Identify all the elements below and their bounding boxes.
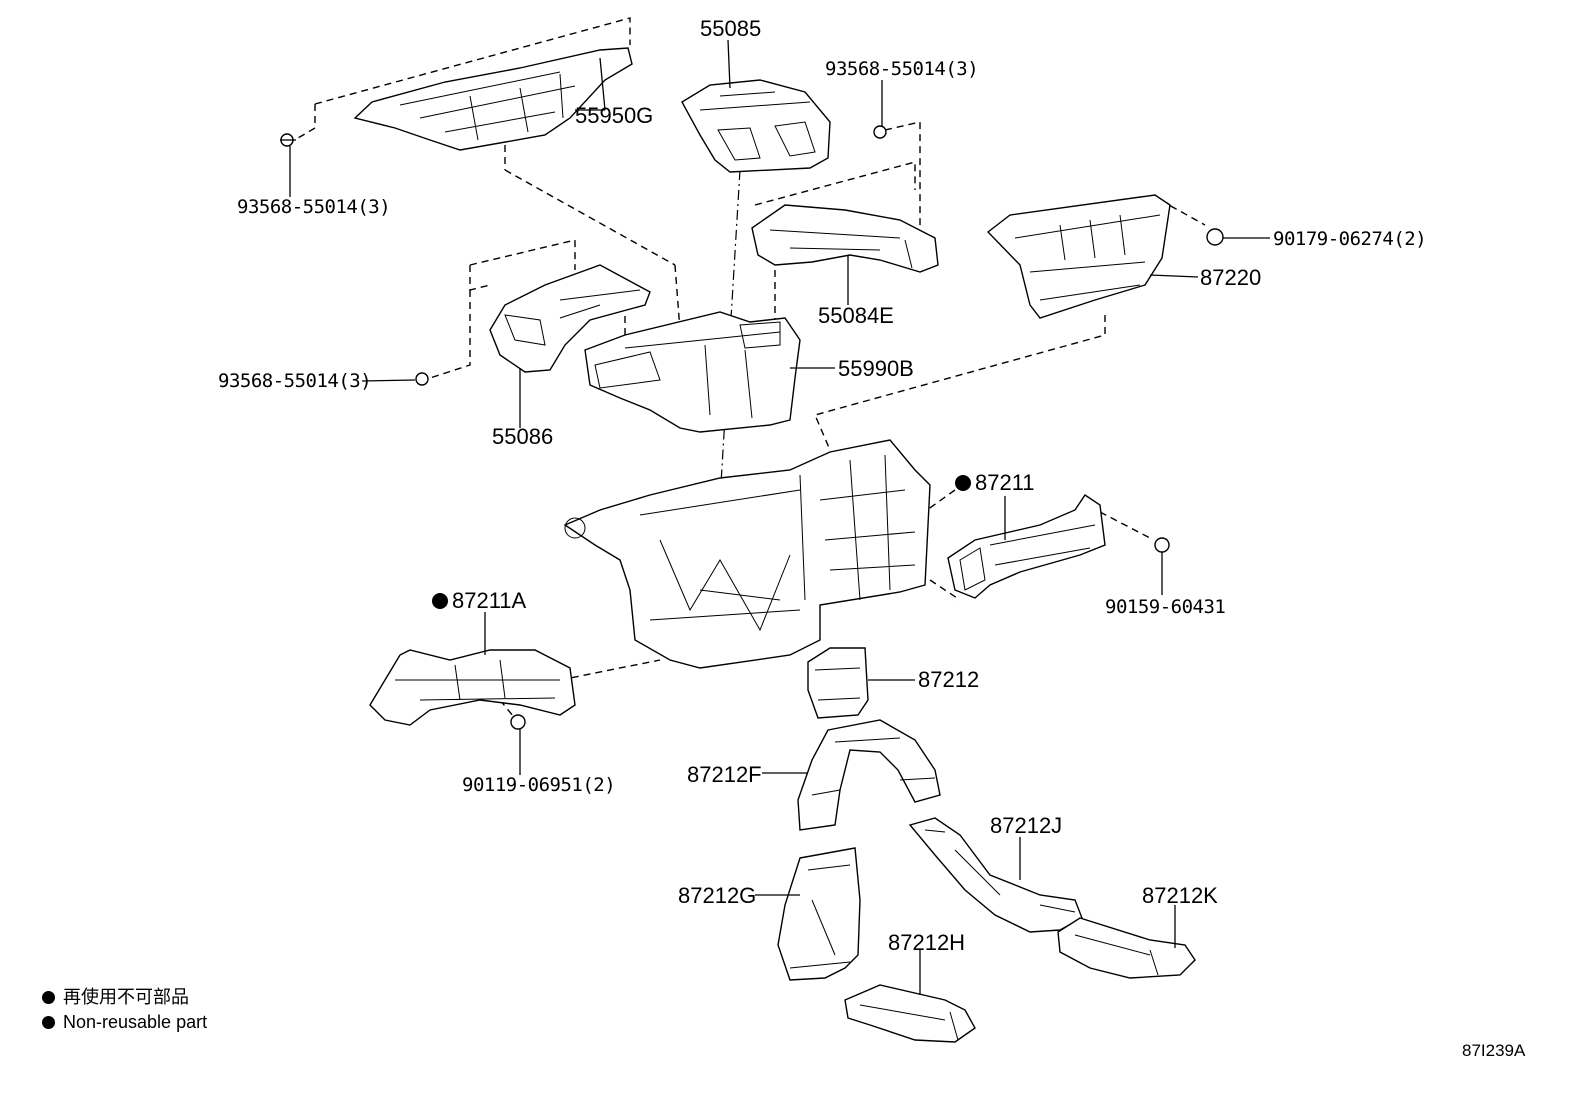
label-87212g: 87212G [678,883,757,908]
duct-87220-shape [986,194,1171,319]
label-93568-top-left: 93568-55014(3) [237,196,391,218]
label-93568-mid: 93568-55014(3) [218,370,372,392]
non-reusable-dot-icon [432,593,448,609]
duct-55086-shape [489,264,651,373]
duct-55990b-shape [584,311,801,433]
label-87212h: 87212H [888,930,966,955]
label-87211a: 87211A [432,590,526,612]
label-87212j: 87212J [990,813,1063,838]
legend-dot-icon [42,1016,55,1029]
label-87211a-text: 87211A [452,588,527,613]
label-87211: 87211 [955,472,1035,494]
legend-dot-icon [42,991,55,1004]
duct-87212-shape [807,647,869,719]
duct-87211a-shape [369,649,576,726]
label-93568-top-right: 93568-55014(3) [825,58,979,80]
legend-en-text: Non-reusable part [63,1012,208,1032]
label-87211-text: 87211 [975,470,1035,495]
non-reusable-dot-icon [955,475,971,491]
heater-unit-shape [563,439,931,669]
duct-87211-shape [947,494,1106,599]
leader-lines [289,39,1270,995]
label-55950g: 55950G [575,103,654,128]
label-55085: 55085 [700,16,762,41]
label-90179: 90179-06274(2) [1273,228,1427,250]
duct-87212h-shape [844,984,976,1043]
label-55086: 55086 [492,424,554,449]
label-90119: 90119-06951(2) [462,774,616,796]
duct-55950g-shape [353,47,633,151]
label-87212k: 87212K [1142,883,1218,908]
label-87220: 87220 [1200,265,1262,290]
label-55084e: 55084E [818,303,894,328]
duct-55085-shape [681,79,831,173]
legend-en: Non-reusable part [42,1013,207,1031]
label-87212f: 87212F [687,762,762,787]
duct-87212f-shape [797,719,941,831]
legend-jp: 再使用不可部品 [42,988,189,1006]
label-55990b: 55990B [838,356,914,381]
legend-jp-text: 再使用不可部品 [63,987,189,1007]
duct-87212g-shape [777,847,861,981]
diagram-id: 87I239A [1462,1041,1526,1060]
duct-55084e-shape [751,204,939,273]
label-90159: 90159-60431 [1105,596,1226,618]
fastener-icons [280,125,1224,730]
duct-87212k-shape [1057,917,1196,979]
label-87212: 87212 [918,667,980,692]
